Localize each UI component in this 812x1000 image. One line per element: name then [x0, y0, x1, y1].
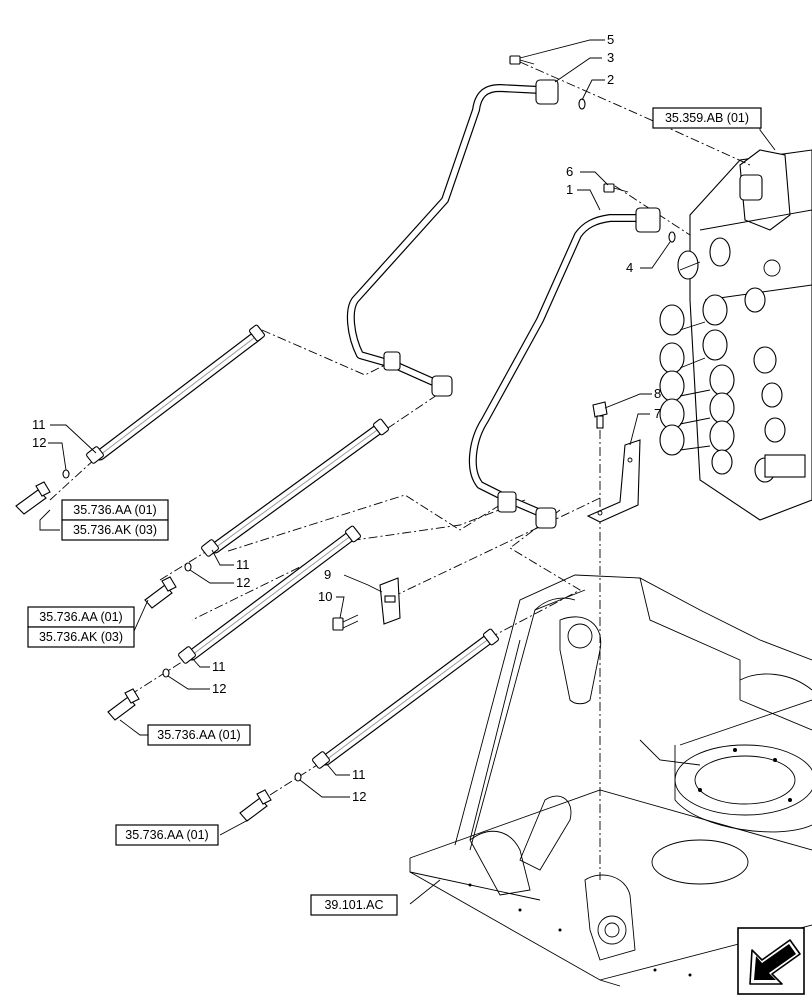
callout-7: 7 — [654, 406, 661, 421]
svg-text:35.736.AA (01): 35.736.AA (01) — [125, 828, 208, 842]
callout-12-a: 12 — [32, 435, 46, 450]
callout-11-a: 11 — [32, 417, 46, 432]
hose-b — [201, 418, 389, 557]
leader-lines — [39, 39, 776, 905]
callout-10: 10 — [318, 589, 332, 604]
svg-text:35.736.AK (03): 35.736.AK (03) — [73, 523, 157, 537]
callout-4: 4 — [626, 260, 633, 275]
o-ring-2 — [578, 98, 586, 110]
bolt-5 — [509, 55, 535, 65]
svg-text:35.736.AA (01): 35.736.AA (01) — [73, 503, 156, 517]
callout-1: 1 — [566, 182, 573, 197]
ref-valve-block[interactable]: 35.359.AB (01) — [652, 107, 762, 129]
steel-tube-upper — [346, 79, 559, 397]
ref-frame[interactable]: 39.101.AC — [310, 894, 398, 916]
o-ring-4 — [668, 231, 676, 243]
callout-12-c: 12 — [212, 681, 226, 696]
adapter-set-a — [15, 469, 70, 515]
callout-2: 2 — [607, 72, 614, 87]
callout-12-b: 12 — [236, 575, 250, 590]
svg-text:35.736.AA (01): 35.736.AA (01) — [157, 728, 240, 742]
hose-a — [86, 324, 265, 464]
ref-group-d[interactable]: 35.736.AA (01) — [115, 824, 219, 846]
adapter-set-c — [107, 668, 170, 721]
bolt-8 — [592, 401, 608, 429]
control-valve-block — [659, 149, 812, 521]
ref-group-c[interactable]: 35.736.AA (01) — [147, 724, 251, 746]
callout-labels: 5 3 2 6 1 4 8 7 11 12 11 12 9 10 11 12 1… — [32, 32, 661, 804]
adapter-set-b — [144, 562, 192, 609]
assembly-lines — [49, 61, 751, 880]
ref-group-a[interactable]: 35.736.AA (01) 35.736.AK (03) — [61, 499, 169, 541]
svg-text:39.101.AC: 39.101.AC — [324, 898, 383, 912]
ref-group-b[interactable]: 35.736.AA (01) 35.736.AK (03) — [27, 606, 135, 648]
callout-12-d: 12 — [352, 789, 366, 804]
svg-text:35.359.AB (01): 35.359.AB (01) — [665, 111, 749, 125]
steel-tube-lower — [468, 207, 661, 529]
arrow-left-down-icon[interactable] — [737, 927, 805, 995]
bracket-7 — [586, 439, 641, 523]
callout-8: 8 — [654, 386, 661, 401]
adapter-set-d — [239, 772, 302, 822]
hose-c — [178, 525, 361, 664]
svg-text:35.736.AA (01): 35.736.AA (01) — [39, 610, 122, 624]
hose-d — [312, 628, 499, 769]
callout-9: 9 — [324, 567, 331, 582]
reference-boxes: 35.359.AB (01) 35.736.AA (01) 35.736.AK … — [27, 107, 762, 916]
callout-6: 6 — [566, 164, 573, 179]
bolt-10 — [332, 614, 359, 631]
spool-row — [659, 237, 806, 483]
bolt-6 — [603, 183, 629, 193]
clamp-9 — [379, 577, 401, 625]
callout-11-c: 11 — [212, 659, 226, 674]
callout-3: 3 — [607, 50, 614, 65]
frame-assembly — [409, 574, 812, 987]
callout-11-b: 11 — [236, 557, 250, 572]
callout-5: 5 — [607, 32, 614, 47]
callout-11-d: 11 — [352, 767, 366, 782]
svg-text:35.736.AK (03): 35.736.AK (03) — [39, 630, 123, 644]
